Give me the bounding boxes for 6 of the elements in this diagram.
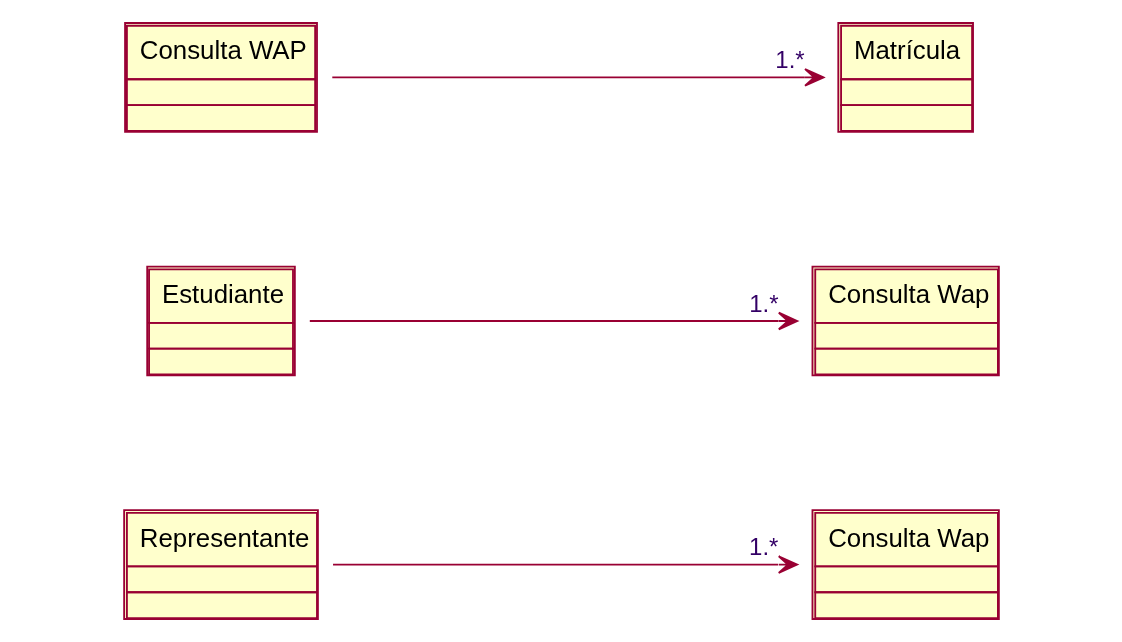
edge-label: 1.* (748, 289, 778, 317)
arrow (330, 68, 824, 87)
arrow (308, 311, 798, 331)
edge-label: 1.* (748, 533, 778, 561)
edge-label: 1.* (774, 46, 805, 74)
arrow (331, 555, 798, 574)
